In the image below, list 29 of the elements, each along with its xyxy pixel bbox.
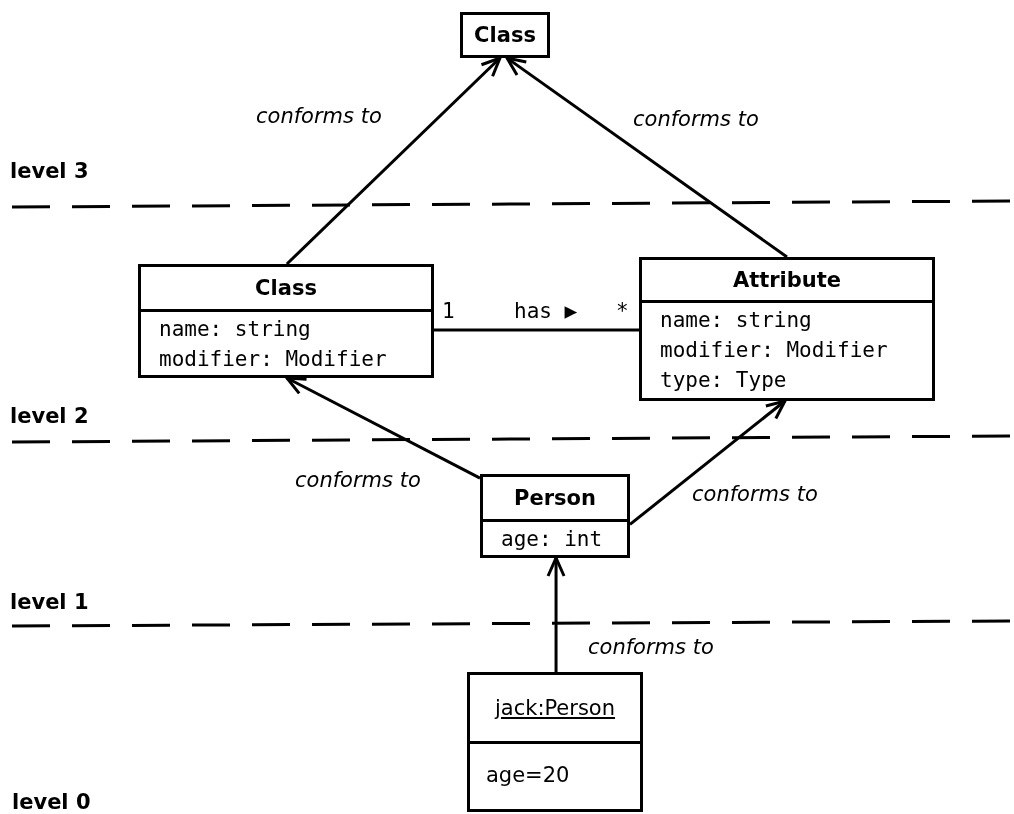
slot-value: age=20	[485, 762, 571, 789]
attribute-text: type: Type	[659, 367, 788, 394]
class-name: Class	[141, 267, 431, 312]
object-box	[467, 672, 643, 812]
class-box	[138, 264, 434, 378]
object-name: jack:Person	[470, 675, 640, 744]
conformance-arrow	[505, 56, 788, 259]
class-name: Attribute	[642, 260, 932, 303]
multiplicity-label: *	[616, 299, 629, 323]
conformance-arrow	[285, 56, 502, 266]
association-line	[434, 328, 639, 332]
attribute-text: modifier: Modifier	[158, 346, 388, 373]
level-label: level 0	[12, 790, 91, 814]
class-name: Class	[473, 22, 537, 49]
level-label: level 3	[10, 159, 89, 183]
attribute-text: name: string	[158, 316, 312, 343]
conformance-arrow	[285, 376, 481, 480]
conformance-arrow	[629, 399, 787, 526]
class-name: Person	[483, 477, 627, 522]
conformance-arrow	[546, 556, 566, 672]
class-box	[639, 257, 935, 401]
multiplicity-label: 1	[442, 299, 455, 323]
class-box	[480, 474, 630, 558]
level-label: level 1	[10, 590, 89, 614]
attribute-text: name: string	[659, 307, 813, 334]
attribute-text: age: int	[500, 526, 604, 553]
attribute-text: modifier: Modifier	[659, 337, 889, 364]
class-box	[460, 12, 550, 58]
level-label: level 2	[10, 404, 89, 428]
